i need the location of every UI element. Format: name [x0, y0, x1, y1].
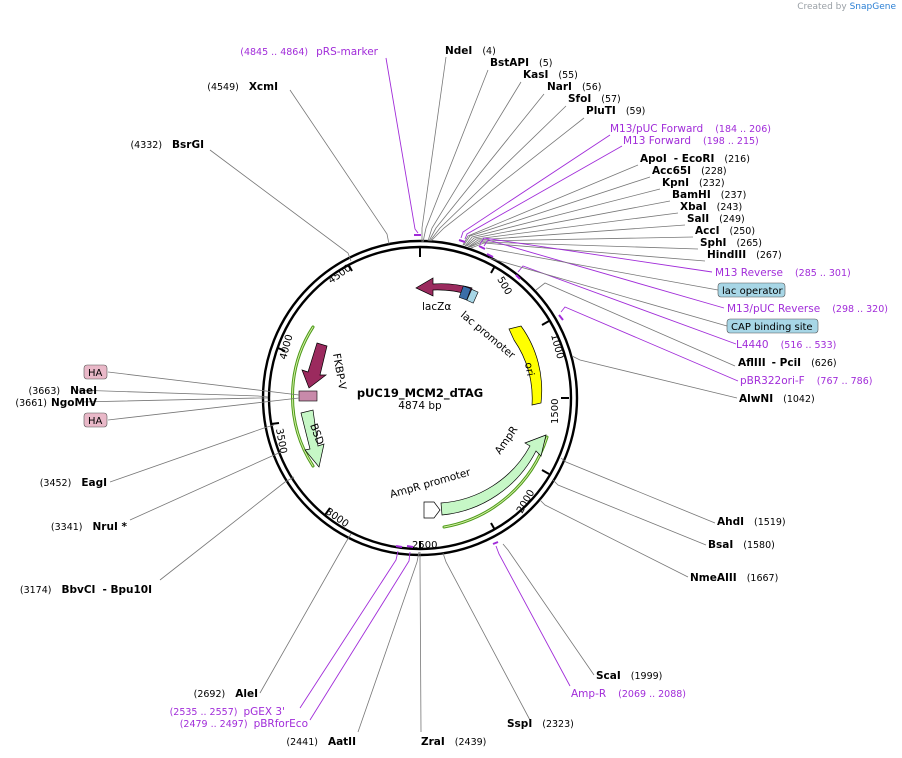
tick-label: 2000 — [515, 488, 537, 516]
enzyme-label: ScaI(1999) — [596, 670, 662, 682]
enzyme-label: (2441)AatII — [286, 736, 356, 748]
enzyme-label: AccI(250) — [695, 225, 755, 237]
lac-operator-label: lac operator — [722, 286, 783, 297]
ticks — [270, 247, 569, 549]
ha-label: HA — [88, 368, 103, 379]
primer-label: (2535 .. 2557)pGEX 3' — [170, 706, 285, 718]
lac-region-blocks — [458, 285, 479, 304]
enzyme-label: ApoI- EcoRI(216) — [640, 153, 750, 165]
enzyme-label: AflIII- PciI(626) — [738, 357, 837, 369]
enzyme-label: (3661)NgoMIV — [15, 397, 97, 409]
enzyme-label: SalI(249) — [687, 213, 745, 225]
tick-label: 3500 — [273, 428, 288, 455]
primer-label: M13 Reverse(285 .. 301) — [715, 267, 851, 279]
enzyme-label: (3174)BbvCI- Bpu10I — [20, 584, 152, 596]
snapgene-logo: SnapGene — [849, 2, 896, 12]
ha-leaders — [107, 371, 300, 421]
enzyme-label: SphI(265) — [700, 237, 762, 249]
enzyme-label: SfoI(57) — [568, 93, 621, 105]
enzyme-label: (2692)AleI — [194, 688, 258, 700]
primer-labels: (4845 .. 4864)pRS-marker M13/pUC Forward… — [170, 46, 888, 730]
cap-site-label: CAP binding site — [731, 322, 813, 333]
enzyme-label: (3452)EagI — [40, 477, 107, 489]
enzyme-label: ZraI(2439) — [421, 736, 486, 748]
enzyme-label: NarI(56) — [547, 81, 601, 93]
primer-label: M13 Forward(198 .. 215) — [623, 135, 759, 147]
enzyme-label: (4549)XcmI — [207, 81, 278, 93]
fkbp-v-arrow[interactable] — [301, 342, 328, 389]
fkbp-label: FKBP-V — [330, 352, 348, 391]
primer-label: (4845 .. 4864)pRS-marker — [240, 46, 378, 58]
primer-label: (2479 .. 2497)pBRforEco — [180, 718, 308, 730]
ha-tag-block[interactable] — [298, 390, 318, 402]
tick-labels: 500 1000 1500 2000 2500 3000 3500 4000 4… — [273, 263, 565, 551]
ori-label: ori — [522, 361, 536, 377]
tick-label: 1500 — [550, 399, 561, 424]
enzyme-label: NmeAIII(1667) — [690, 572, 778, 584]
tick-label: 1000 — [548, 333, 565, 360]
green-arc-left-highlight — [291, 326, 314, 467]
primer-label: M13/pUC Reverse(298 .. 320) — [727, 303, 888, 315]
enzyme-labels-right: NdeI(4) BstAPI(5) KasI(55) NarI(56) SfoI… — [421, 45, 837, 748]
credit-prefix: Created by — [797, 2, 847, 12]
lac-operator-box[interactable]: lac operator — [485, 247, 786, 298]
primer-label: M13/pUC Forward(184 .. 206) — [610, 123, 771, 135]
plasmid-name: pUC19_MCM2_dTAG — [357, 386, 483, 401]
primer-label: Amp-R(2069 .. 2088) — [571, 688, 686, 700]
enzyme-label: XbaI(243) — [680, 201, 742, 213]
ampr-promoter-label: AmpR promoter — [389, 466, 473, 501]
enzyme-label: KasI(55) — [523, 69, 578, 81]
plasmid-length: 4874 bp — [398, 400, 442, 412]
primer-label: L4440(516 .. 533) — [736, 339, 836, 351]
enzyme-label: (3341)NruI * — [51, 521, 128, 533]
enzyme-label: BsaI(1580) — [708, 539, 775, 551]
ampr-arrow[interactable] — [440, 434, 547, 516]
tick-label: 2500 — [412, 540, 437, 551]
tick-label: 4500 — [326, 263, 353, 287]
enzyme-label: AhdI(1519) — [717, 516, 786, 528]
enzyme-label: AlwNI(1042) — [739, 393, 815, 405]
cap-site-block[interactable] — [466, 288, 479, 304]
ha-box-bottom[interactable]: HA — [83, 412, 108, 428]
enzyme-leaders — [75, 56, 738, 733]
enzyme-label: BamHI(237) — [672, 189, 746, 201]
ampr-label: AmpR — [493, 424, 521, 457]
enzyme-label: PluTI(59) — [586, 105, 645, 117]
primer-leaders — [299, 57, 739, 721]
enzyme-label: HindIII(267) — [707, 249, 782, 261]
lacz-label: lacZα — [422, 301, 451, 313]
enzyme-label: NdeI(4) — [445, 45, 496, 57]
cap-site-box[interactable]: CAP binding site — [488, 257, 819, 334]
enzyme-label: SspI(2323) — [507, 718, 574, 730]
lac-operator-block[interactable] — [458, 285, 472, 301]
tick-label: 3000 — [323, 506, 350, 530]
lac-promoter-label: lac promoter — [458, 309, 518, 362]
enzyme-label: (4332)BsrGI — [130, 139, 204, 151]
ha-label: HA — [88, 416, 103, 427]
ori-feature[interactable] — [508, 325, 543, 406]
enzyme-label: Acc65I(228) — [652, 165, 727, 177]
primer-label: pBR322ori-F(767 .. 786) — [740, 375, 872, 387]
enzyme-label: KpnI(232) — [662, 177, 725, 189]
bsd-arrow[interactable] — [300, 409, 325, 468]
enzyme-label: BstAPI(5) — [490, 57, 552, 69]
enzyme-label: (3663)NaeI — [29, 385, 98, 397]
ampr-promoter-arrow[interactable] — [423, 501, 441, 519]
primer-ticks — [395, 234, 564, 548]
enzyme-labels-left: (2441)AatII (2692)AleI (3174)BbvCI- Bpu1… — [15, 81, 356, 748]
ha-box-top[interactable]: HA — [83, 364, 108, 380]
credit: Created by SnapGene — [797, 2, 896, 12]
